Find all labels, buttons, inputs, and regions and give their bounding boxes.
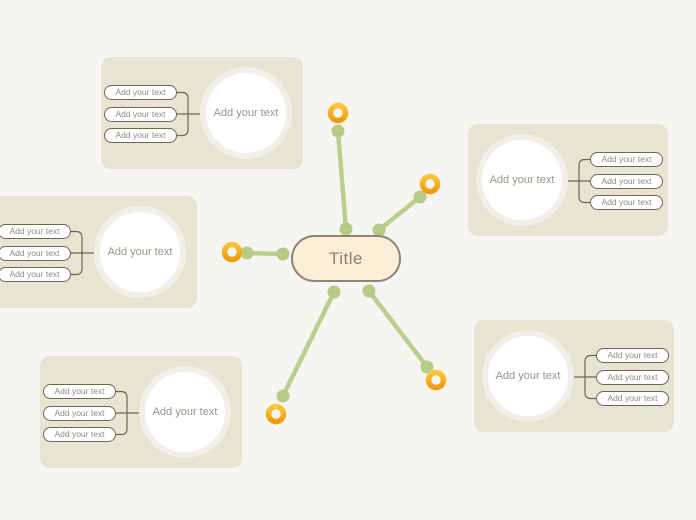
joint-dot <box>372 223 386 237</box>
central-topic-node[interactable]: Title <box>291 235 401 282</box>
topic-group-left-middle[interactable]: Add your text Add your text Add your tex… <box>0 196 197 308</box>
subtopic-pill[interactable]: Add your text <box>590 152 663 167</box>
subtopic-pill[interactable]: Add your text <box>0 267 71 282</box>
subtopic-list: Add your text Add your text Add your tex… <box>596 348 669 413</box>
bracket-connector <box>116 390 139 436</box>
joint-dot <box>276 247 290 261</box>
subtopic-list: Add your text Add your text Add your tex… <box>0 224 71 289</box>
branch-line-upper-right <box>376 194 423 233</box>
ring-handle-icon[interactable] <box>327 102 349 124</box>
branch-line-top <box>335 128 349 232</box>
joint-dot <box>362 284 376 298</box>
subtopic-pill[interactable]: Add your text <box>43 405 116 421</box>
subtopic-pill[interactable]: Add your text <box>104 85 177 100</box>
topic-circle[interactable]: Add your text <box>94 206 186 298</box>
subtopic-pill[interactable]: Add your text <box>104 128 177 143</box>
topic-group-bottom-left[interactable]: Add your text Add your text Add your tex… <box>40 356 242 468</box>
subtopic-pill[interactable]: Add your text <box>590 195 663 210</box>
subtopic-pill[interactable]: Add your text <box>43 427 116 442</box>
bracket-connector <box>177 91 200 137</box>
joint-dot <box>327 285 341 299</box>
topic-circle[interactable]: Add your text <box>139 366 231 458</box>
subtopic-list: Add your text Add your text Add your tex… <box>43 384 116 449</box>
bracket-connector <box>568 158 590 204</box>
subtopic-pill[interactable]: Add your text <box>104 106 177 122</box>
topic-circle[interactable]: Add your text <box>482 330 574 422</box>
bracket-connector <box>71 230 94 276</box>
joint-dot <box>331 124 345 138</box>
subtopic-pill[interactable]: Add your text <box>596 391 669 406</box>
topic-group-bottom-right[interactable]: Add your text Add your text Add your tex… <box>474 320 674 432</box>
ring-handle-icon[interactable] <box>419 173 441 195</box>
subtopic-list: Add your text Add your text Add your tex… <box>590 152 663 217</box>
subtopic-pill[interactable]: Add your text <box>590 173 663 189</box>
subtopic-pill[interactable]: Add your text <box>0 224 71 239</box>
topic-circle[interactable]: Add your text <box>476 134 568 226</box>
topic-group-top-left[interactable]: Add your text Add your text Add your tex… <box>101 57 303 169</box>
subtopic-pill[interactable]: Add your text <box>0 245 71 261</box>
joint-dot <box>276 389 290 403</box>
joint-dot <box>240 246 254 260</box>
joint-dot <box>420 360 434 374</box>
branch-line-lower-right <box>366 288 430 370</box>
topic-circle[interactable]: Add your text <box>200 67 292 159</box>
bracket-connector <box>574 354 596 400</box>
subtopic-pill[interactable]: Add your text <box>43 384 116 399</box>
joint-dot <box>339 222 353 236</box>
branch-line-lower-left <box>280 289 337 399</box>
ring-handle-icon[interactable] <box>425 369 447 391</box>
ring-handle-icon[interactable] <box>221 241 243 263</box>
ring-handle-icon[interactable] <box>265 403 287 425</box>
subtopic-pill[interactable]: Add your text <box>596 369 669 385</box>
joint-dot <box>413 190 427 204</box>
subtopic-list: Add your text Add your text Add your tex… <box>104 85 177 150</box>
subtopic-pill[interactable]: Add your text <box>596 348 669 363</box>
topic-group-top-right[interactable]: Add your text Add your text Add your tex… <box>468 124 668 236</box>
